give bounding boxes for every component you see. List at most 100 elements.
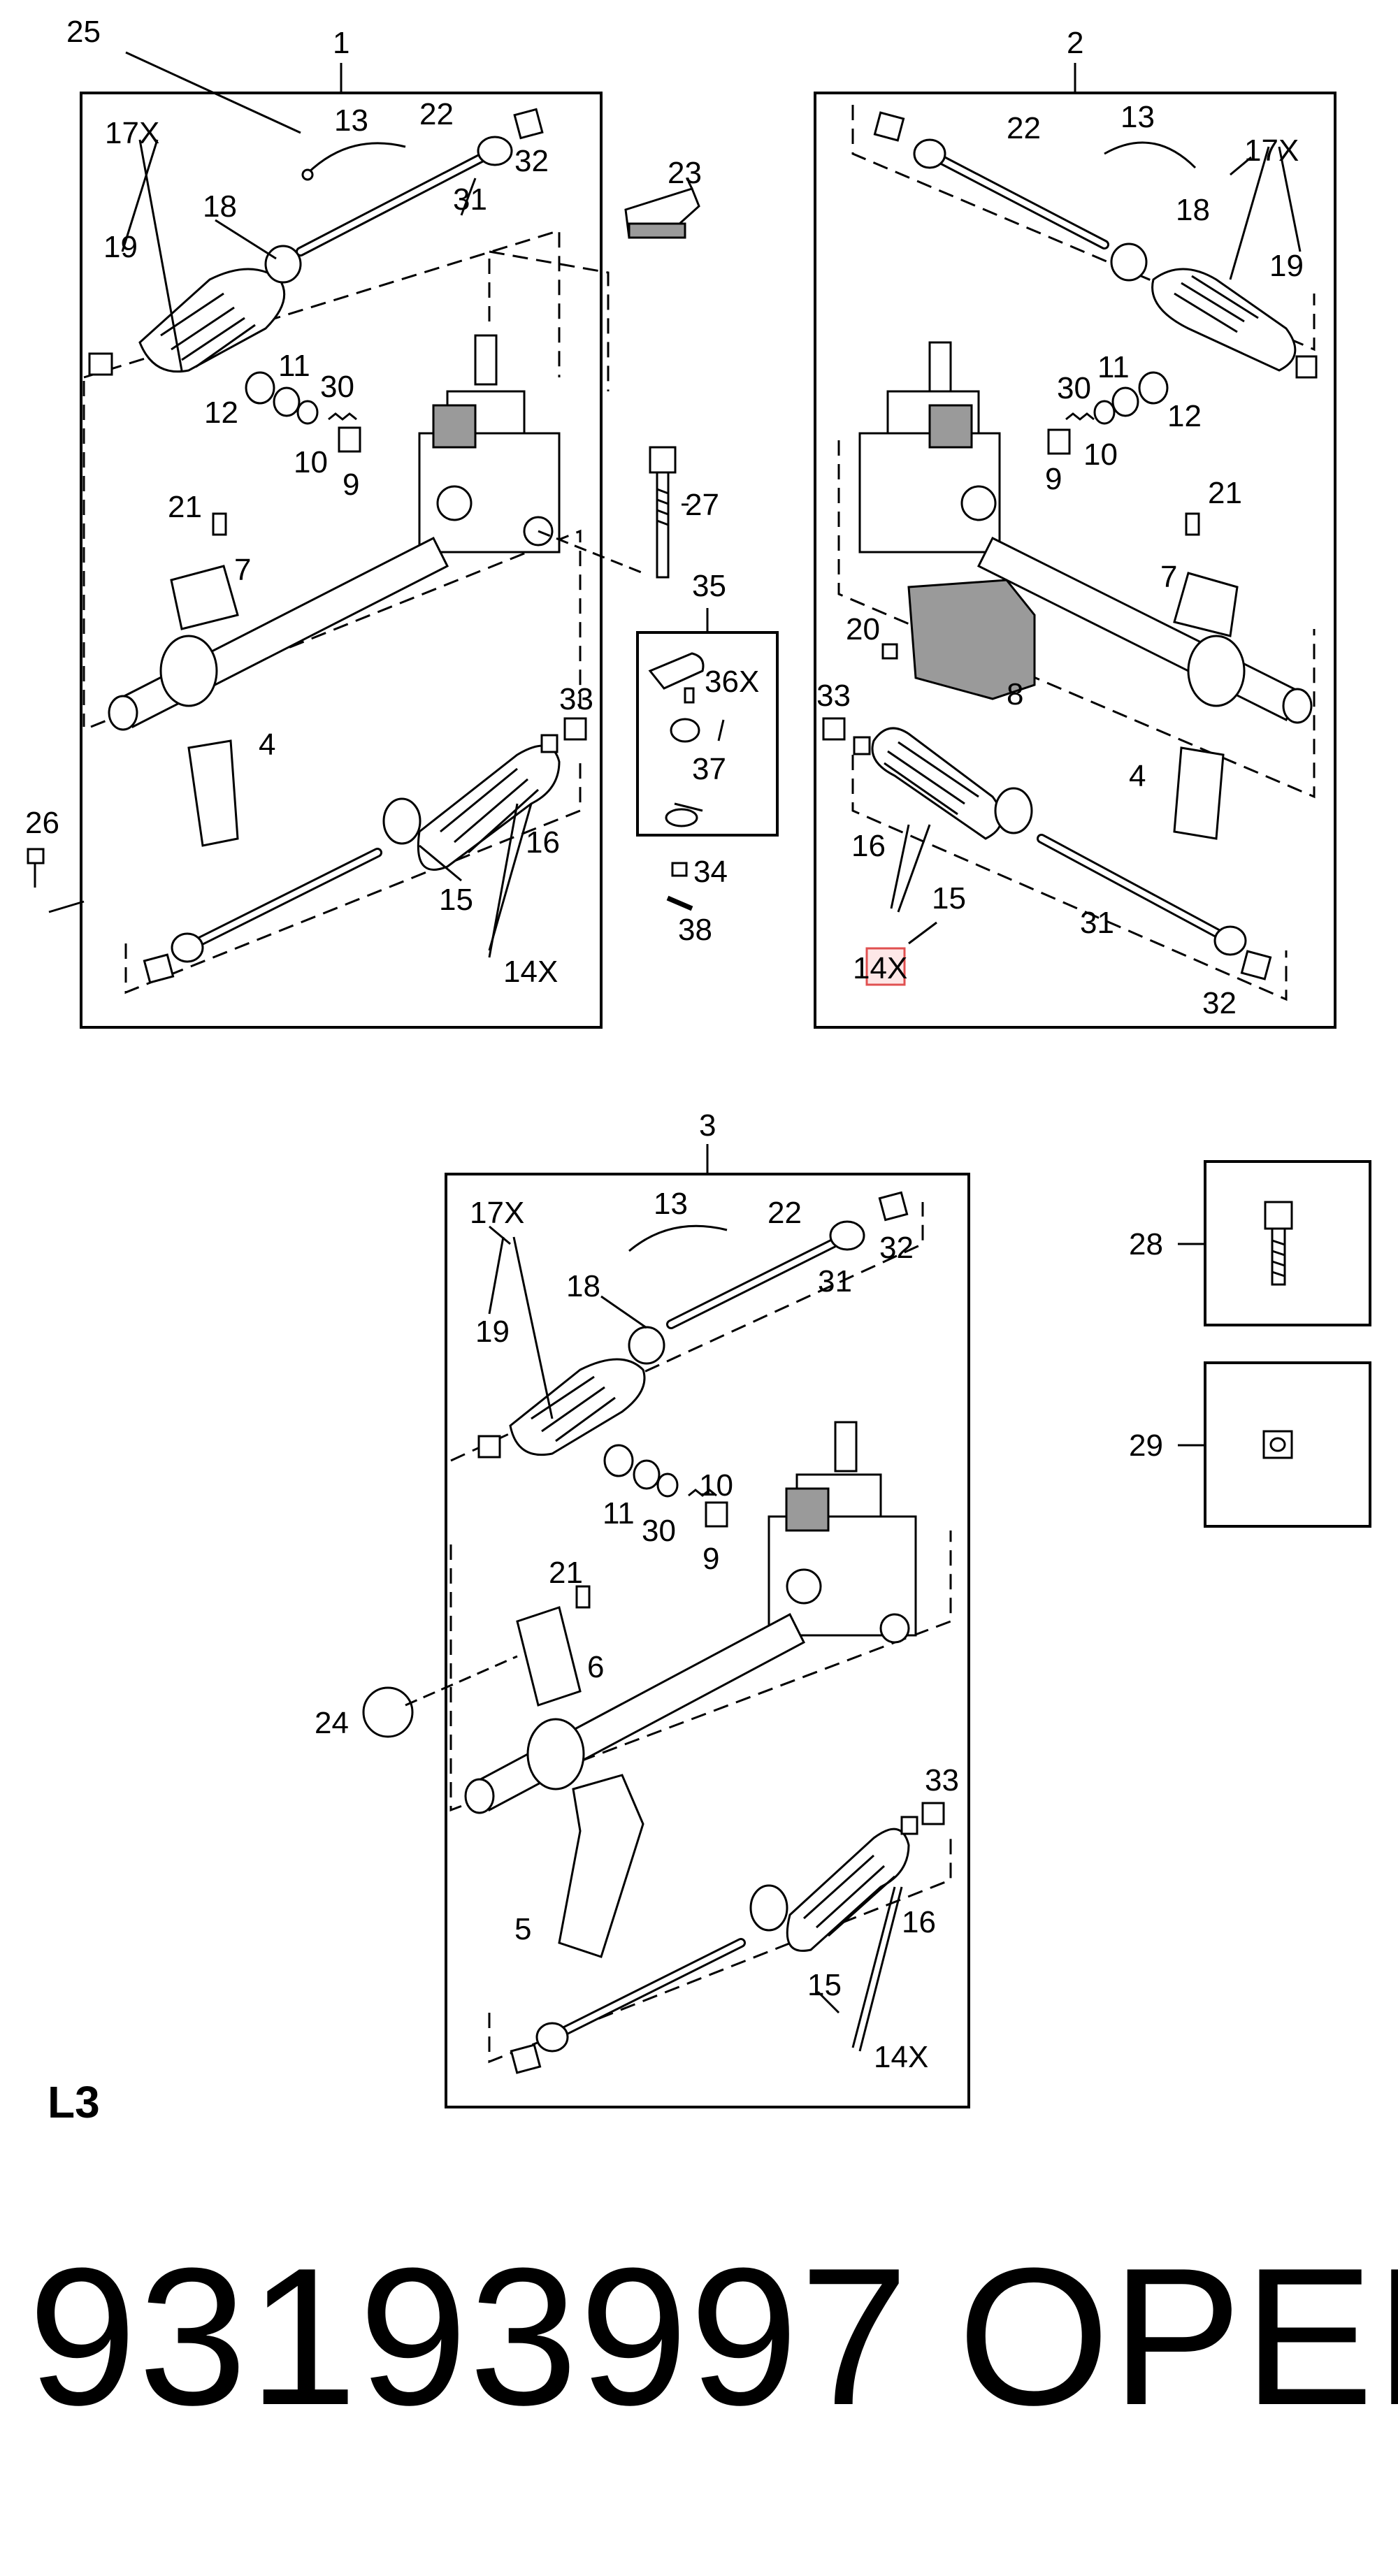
label-35: 35 xyxy=(692,569,726,603)
cable-13 xyxy=(306,142,406,175)
nut-34 xyxy=(671,862,688,877)
steering-gear-housing-2 xyxy=(858,341,1001,553)
yoke-9 xyxy=(338,426,361,453)
label-33: 33 xyxy=(559,682,593,716)
label-13-2: 13 xyxy=(1120,100,1155,134)
damper-24 xyxy=(362,1655,518,1738)
label-33-3: 33 xyxy=(925,1763,959,1797)
label-11: 11 xyxy=(278,349,310,383)
label-9: 9 xyxy=(343,468,359,502)
label-38: 38 xyxy=(678,913,712,947)
box-28: 28 xyxy=(1129,1160,1371,1326)
panel-3: 3 xyxy=(315,1108,970,2108)
label-25: 25 xyxy=(66,15,101,49)
bolt-26 xyxy=(27,848,45,864)
label-7-2: 7 xyxy=(1160,560,1177,594)
label-15-2: 15 xyxy=(932,881,966,916)
label-16: 16 xyxy=(526,825,560,860)
label-18: 18 xyxy=(203,189,237,224)
label-37: 37 xyxy=(692,752,726,786)
label-21: 21 xyxy=(168,490,202,524)
label-17x-3: 17X xyxy=(470,1196,524,1230)
seal-11 xyxy=(273,386,301,417)
bolt-27 xyxy=(649,446,677,579)
ring-30-2 xyxy=(1093,400,1116,425)
bolt-21-3 xyxy=(575,1585,591,1609)
label-5: 5 xyxy=(514,1912,531,1946)
label-9-2: 9 xyxy=(1045,462,1062,496)
tie-rod-end-36x xyxy=(648,652,705,704)
label-4: 4 xyxy=(259,728,275,762)
label-26: 26 xyxy=(25,806,59,840)
nut-33 xyxy=(563,717,587,741)
ring-37b xyxy=(665,808,698,827)
bracket-7-2 xyxy=(1173,572,1239,637)
tie-rod-lower-3 xyxy=(510,1938,746,2074)
box-29: 29 xyxy=(1129,1361,1371,1528)
label-18-2: 18 xyxy=(1176,193,1210,227)
label-20: 20 xyxy=(846,612,880,646)
label-32-3: 32 xyxy=(879,1231,914,1265)
label-14x: 14X xyxy=(503,955,558,989)
seal-12 xyxy=(245,371,275,405)
label-15-3: 15 xyxy=(807,1968,842,2002)
label-19-3: 19 xyxy=(475,1315,510,1349)
brand-name: OPEL xyxy=(958,2228,1398,2446)
nut-19 xyxy=(88,352,113,376)
label-11-3: 11 xyxy=(603,1496,635,1531)
label-10-3: 10 xyxy=(699,1468,733,1503)
boot-upper-left xyxy=(138,268,286,373)
label-14x-3: 14X xyxy=(874,2040,928,2074)
label-22: 22 xyxy=(419,97,454,131)
steering-gear-housing xyxy=(418,334,561,553)
spring-10-2 xyxy=(1065,412,1095,421)
label-10: 10 xyxy=(294,445,328,479)
yoke-9-3 xyxy=(705,1501,728,1528)
nut-19-2 xyxy=(1295,355,1318,379)
label-34: 34 xyxy=(693,855,728,889)
bracket-4 xyxy=(187,739,239,847)
bracket-6 xyxy=(516,1606,582,1707)
nut-19-3 xyxy=(477,1435,501,1459)
label-30: 30 xyxy=(320,370,354,404)
rack-tube-1 xyxy=(108,536,449,731)
boot-lower-3 xyxy=(749,1828,910,1952)
tie-rod-upper-3 xyxy=(666,1191,909,1329)
label-14x-2[interactable]: 14X xyxy=(853,951,907,985)
figure-code: L3 xyxy=(48,2077,100,2127)
clamp-18-2 xyxy=(1110,243,1148,282)
panel-2-number: 2 xyxy=(1067,26,1083,60)
panel-2: 2 xyxy=(814,26,1336,1029)
bolt-20 xyxy=(881,643,898,660)
steering-gear-housing-3 xyxy=(768,1421,917,1644)
label-14x-highlight xyxy=(865,947,906,986)
label-4-2: 4 xyxy=(1129,759,1146,793)
label-31-2: 31 xyxy=(1080,906,1114,940)
panel-1: 1 xyxy=(25,15,603,1029)
bracket-7 xyxy=(170,565,239,630)
label-27: 27 xyxy=(685,488,719,522)
spring-10 xyxy=(328,412,357,421)
bracket-4-2 xyxy=(1173,746,1225,840)
shield-8 xyxy=(907,579,1036,700)
label-17x: 17X xyxy=(105,116,159,150)
nut-33-2 xyxy=(822,717,846,741)
panel-3-number: 3 xyxy=(699,1108,716,1143)
label-12-2: 12 xyxy=(1167,399,1202,433)
seal-10-3 xyxy=(656,1472,679,1498)
label-13: 13 xyxy=(334,103,368,138)
label-30-2: 30 xyxy=(1057,371,1091,405)
label-32: 32 xyxy=(514,144,549,178)
label-8: 8 xyxy=(1007,677,1023,711)
ring-30 xyxy=(296,400,319,425)
bolt-21 xyxy=(212,512,227,536)
label-21-3: 21 xyxy=(549,1556,583,1590)
label-16-3: 16 xyxy=(902,1905,936,1939)
tie-rod-lower-2 xyxy=(1037,834,1272,981)
part-number: 93193997 xyxy=(28,2228,910,2446)
label-17x-2: 17X xyxy=(1244,133,1299,168)
cable-13-2 xyxy=(1104,141,1197,169)
label-29: 29 xyxy=(1129,1428,1163,1463)
label-18-3: 18 xyxy=(566,1269,600,1303)
label-19: 19 xyxy=(103,230,138,264)
